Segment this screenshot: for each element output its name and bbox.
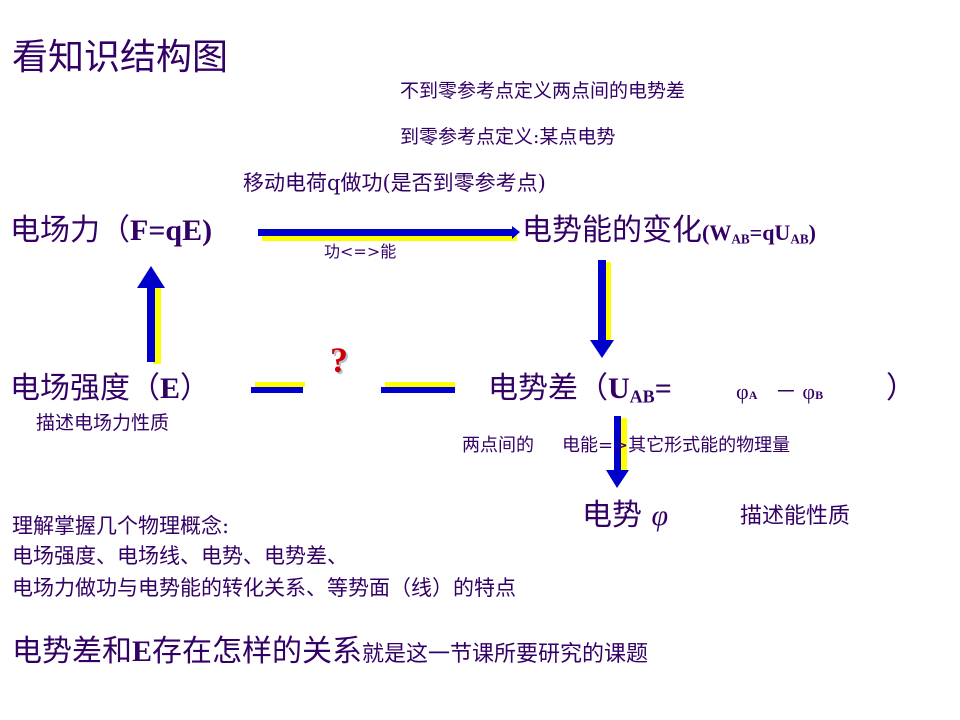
node-electric-force: 电场力（F=qE) [10,216,212,246]
node-field-close: ） [180,371,211,406]
arrow-pe-to-potdiff [590,260,614,358]
node-field-label: 电场强度（ [10,371,160,406]
potdiff-phi-expression: φA － φB [736,379,824,404]
node-pe-change: 电势能的变化(WAB=qUAB) [522,216,816,246]
node-potential-label: 电势 [582,498,642,533]
bottom-question: 电势差和E存在怎样的关系就是这一节课所要研究的课题 [12,634,649,669]
page-title: 看知识结构图 [12,37,229,78]
concepts-intro: 理解掌握几个物理概念: [12,514,230,538]
node-potential: 电势 φ [582,501,668,531]
question-mark: ? [330,340,348,380]
potdiff-close-paren: ） [886,371,916,406]
potdiff-description-2: 电能=>其它形式能的物理量 [562,435,791,456]
concepts-line-1: 电场强度、电场线、电势、电势差、 [12,544,348,568]
potential-description: 描述能性质 [740,504,851,529]
note-no-reference: 不到零参考点定义两点间的电势差 [400,80,686,102]
field-description: 描述电场力性质 [36,412,170,434]
arrow-force-to-pe [258,226,520,241]
node-potential-difference: 电势差（UAB= [488,374,672,406]
link-field-potdiff [251,382,455,393]
potdiff-description-1: 两点间的 [462,435,534,456]
node-force-formula: F=qE) [130,214,213,247]
node-potential-symbol: φ [651,499,669,532]
node-field-strength: 电场强度（E） [10,374,210,404]
node-potdiff-formula: UAB= [608,372,672,407]
work-energy-label: 功<=>能 [324,242,397,261]
arrow-potdiff-to-potential [606,416,629,488]
node-pe-label: 电势能的变化 [522,213,702,248]
note-reference-point: 到零参考点定义:某点电势 [400,126,616,148]
work-note: 移动电荷q做功(是否到零参考点) [243,171,546,195]
node-potdiff-label: 电势差（ [488,371,608,406]
node-field-formula: E [160,372,181,405]
node-force-label: 电场力（ [10,213,130,248]
node-pe-formula: (WAB=qUAB) [702,220,816,247]
arrow-field-to-force [137,266,165,364]
concepts-line-2: 电场力做功与电势能的转化关系、等势面（线）的特点 [12,576,516,600]
